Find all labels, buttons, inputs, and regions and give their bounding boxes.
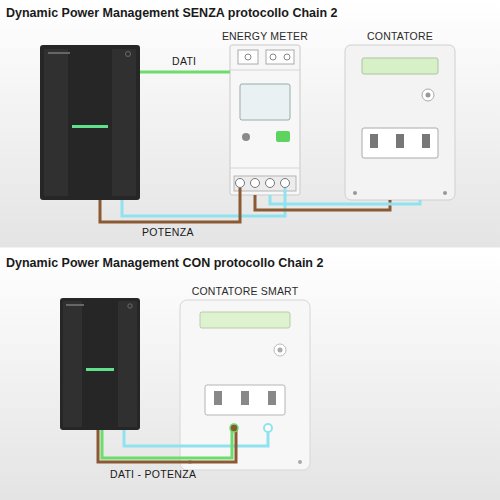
- contatore-terminal: [264, 424, 272, 432]
- contatore-button: [422, 89, 434, 101]
- contatore-button: [426, 93, 431, 98]
- wire-label: DATI - POTENZA: [108, 468, 198, 480]
- power-wire: [100, 188, 240, 222]
- wallbox-body: [40, 45, 140, 200]
- data-wire: [140, 71, 230, 74]
- device-box: ENERGY METER: [230, 45, 300, 195]
- contatore-terminal: [422, 134, 430, 148]
- wallbox-body: [60, 298, 140, 430]
- power-wire: [98, 430, 236, 462]
- contatore-button: [278, 348, 283, 353]
- meter-terminal: [238, 50, 258, 64]
- power-wire: [124, 430, 268, 446]
- wallbox-button: [128, 304, 132, 308]
- meter-terminal: [251, 179, 260, 188]
- meter-led: [276, 131, 290, 142]
- meter-edge: [230, 70, 300, 71]
- meter-terminal: [281, 179, 290, 188]
- wallbox-logo: [48, 52, 70, 54]
- device-box: CONTATORE SMART: [180, 300, 310, 470]
- meter-terminal: [266, 179, 275, 188]
- panel-title: Dynamic Power Management CON protocollo …: [6, 256, 323, 270]
- contatore-display: [200, 312, 290, 328]
- contatore-terminal-block: [362, 128, 438, 158]
- panel-ground: [0, 250, 500, 500]
- wallbox-logo: [66, 304, 84, 306]
- wire-label: POTENZA: [140, 226, 196, 238]
- device-label: ENERGY METER: [222, 30, 308, 42]
- meter-terminal: [236, 179, 245, 188]
- wallbox-panel: [63, 301, 82, 427]
- panel-title: Dynamic Power Management SENZA protocoll…: [6, 6, 338, 20]
- meter-screw: [284, 54, 290, 60]
- device-label: CONTATORE: [367, 30, 433, 42]
- device-box: CONTATORE: [345, 45, 455, 200]
- panel-divider: [0, 248, 500, 251]
- meter-screw: [270, 54, 276, 60]
- contatore-terminal: [370, 134, 378, 148]
- wallbox-led: [86, 368, 114, 371]
- wallbox-panel: [112, 49, 136, 196]
- energy-meter: [230, 45, 300, 195]
- contatore-terminal: [396, 134, 404, 148]
- power-wire: [270, 195, 420, 204]
- contatore-terminal: [268, 391, 276, 405]
- contatore-terminal: [241, 391, 249, 405]
- wallbox-panel: [44, 49, 68, 196]
- meter-body: [230, 45, 300, 195]
- meter-screw: [245, 54, 251, 60]
- contatore-screw: [353, 191, 357, 195]
- wire-label: DATI: [170, 55, 198, 67]
- meter-display: [240, 84, 290, 120]
- contatore-display: [362, 58, 438, 74]
- contatore-terminal-block: [205, 385, 285, 415]
- panel-ground: [0, 0, 500, 248]
- power-wire: [122, 188, 285, 216]
- wallbox-panel: [118, 301, 137, 427]
- data-wire: [102, 430, 232, 458]
- wallbox-led: [72, 125, 108, 128]
- meter-terminal-block: [234, 176, 296, 191]
- contatore-screw: [443, 191, 447, 195]
- contatore-terminal: [214, 391, 222, 405]
- contatore-screw: [298, 460, 302, 464]
- contatore-body: [345, 45, 455, 200]
- meter-terminal: [266, 50, 294, 64]
- device-label: CONTATORE SMART: [192, 285, 299, 297]
- meter-edge: [230, 168, 300, 169]
- meter-button: [242, 133, 250, 141]
- contatore-terminal: [230, 424, 238, 432]
- wallbox: [60, 298, 140, 430]
- wallbox-button: [126, 52, 131, 57]
- contatore: [345, 45, 455, 200]
- wallbox: [40, 45, 140, 200]
- contatore-button: [274, 344, 286, 356]
